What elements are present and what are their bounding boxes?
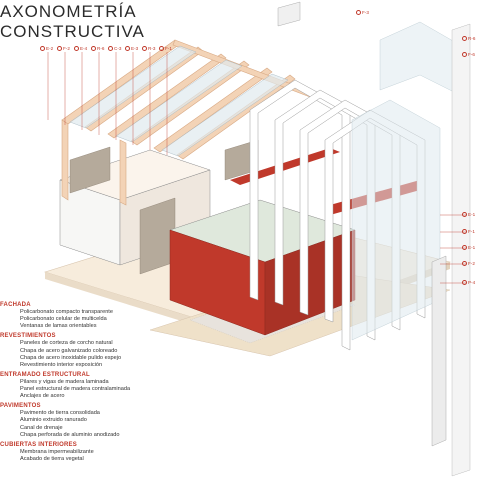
reference-tag: R-6 <box>462 36 475 41</box>
legend-item: Pilares y vigas de madera laminada <box>20 378 109 385</box>
reference-tag: E-1 <box>462 245 475 250</box>
legend-section-cubiertas: CUBIERTAS INTERIORES Membrana impermeabi… <box>0 442 230 463</box>
detached-panel <box>451 23 471 477</box>
legend-item: Anclajes de acero <box>20 393 65 400</box>
legend-heading: PAVIMENTOS <box>0 403 41 410</box>
legend-item: Ventanas de lamas orientables <box>20 323 97 330</box>
reference-tag: F-2 <box>57 46 70 51</box>
legend-item: Policarbonato celular de multicelda <box>20 316 107 323</box>
legend-heading: REVESTIMIENTOS <box>0 333 56 340</box>
detached-panel <box>431 255 447 447</box>
legend-item: Panel estructural de madera contralamina… <box>20 386 131 393</box>
legend-section-pavimentos: PAVIMENTOS Pavimento de tierra consolida… <box>0 403 230 438</box>
polycarbonate-cladding <box>351 21 461 341</box>
legend-item: Chapa de acero inoxidable pulido espejo <box>20 354 122 361</box>
materials-legend: FACHADA Policarbonato compacto transpare… <box>0 302 230 463</box>
reference-tag: F-6 <box>462 52 475 57</box>
title-line-1: AXONOMETRÍA <box>0 2 137 21</box>
title-line-2: CONSTRUCTIVA <box>0 22 145 41</box>
reference-tag: E-1 <box>462 212 475 217</box>
cork-panel <box>69 146 111 194</box>
reference-tag: P-4 <box>462 280 475 285</box>
legend-item: Acabado de tierra vegetal <box>20 455 84 462</box>
legend-heading: ENTRAMADO ESTRUCTURAL <box>0 371 90 378</box>
legend-item: Revestimiento interior exposición <box>20 361 103 368</box>
legend-item: Chapa de acero galvanizado coloreado <box>20 347 118 354</box>
legend-section-revestimientos: REVESTIMIENTOS Paneles de corteza de cor… <box>0 333 230 368</box>
reference-tag: E-2 <box>40 46 53 51</box>
timber-frames <box>61 39 321 206</box>
legend-section-fachada: FACHADA Policarbonato compacto transpare… <box>0 302 230 330</box>
reference-tag: F-1 <box>462 229 475 234</box>
detached-panel <box>277 1 301 27</box>
reference-tag: E-4 <box>74 46 87 51</box>
reference-tag: F-3 <box>356 10 369 15</box>
legend-item: Paneles de corteza de corcho natural <box>20 340 113 347</box>
legend-item: Aluminio extruido ranurado <box>20 417 87 424</box>
reference-tag: R-3 <box>142 46 155 51</box>
reference-tag: R-6 <box>91 46 104 51</box>
legend-item: Canal de drenaje <box>20 424 63 431</box>
legend-section-entramado: ENTRAMADO ESTRUCTURAL Pilares y vigas de… <box>0 372 230 400</box>
legend-item: Membrana impermeabilizante <box>20 448 94 455</box>
legend-heading: FACHADA <box>0 302 31 308</box>
legend-heading: CUBIERTAS INTERIORES <box>0 441 77 448</box>
reference-tag: F-2 <box>462 261 475 266</box>
legend-item: Policarbonato compacto transparente <box>20 309 113 316</box>
reference-tag: F-1 <box>159 46 172 51</box>
reference-tag: E-3 <box>125 46 138 51</box>
reference-tag: C-3 <box>108 46 121 51</box>
legend-item: Chapa perforada de aluminio anodizado <box>20 431 120 438</box>
legend-item: Pavimento de tierra consolidada <box>20 410 100 417</box>
page-title: AXONOMETRÍA CONSTRUCTIVA <box>0 2 145 42</box>
